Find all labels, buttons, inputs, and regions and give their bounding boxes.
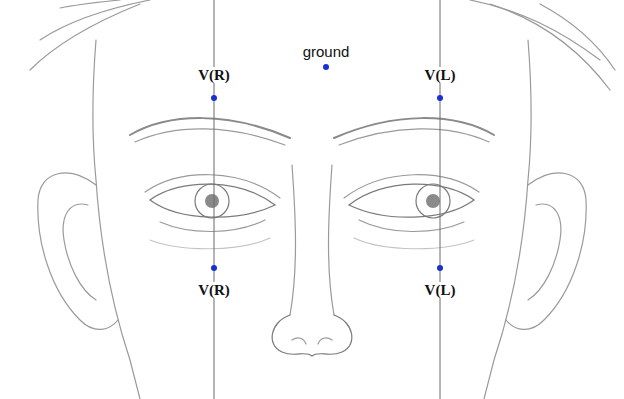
electrode-dot (211, 265, 217, 271)
label-slot: V(R) (196, 66, 232, 84)
reference-line (214, 0, 215, 399)
electrode-label: V(R) (196, 282, 232, 298)
ground-label: ground (301, 43, 352, 60)
electrode-dot (211, 95, 217, 101)
electrode-label: V(L) (423, 282, 458, 298)
label-slot: ground (301, 43, 352, 61)
electrode-dot (437, 95, 443, 101)
electrode-dot (437, 265, 443, 271)
electrode-label: V(R) (196, 67, 232, 83)
label-slot: V(R) (196, 281, 232, 299)
electrode-dot (323, 64, 329, 70)
label-slot: V(L) (423, 66, 458, 84)
electrode-label: V(L) (423, 67, 458, 83)
label-slot: V(L) (423, 281, 458, 299)
reference-line (440, 0, 441, 399)
